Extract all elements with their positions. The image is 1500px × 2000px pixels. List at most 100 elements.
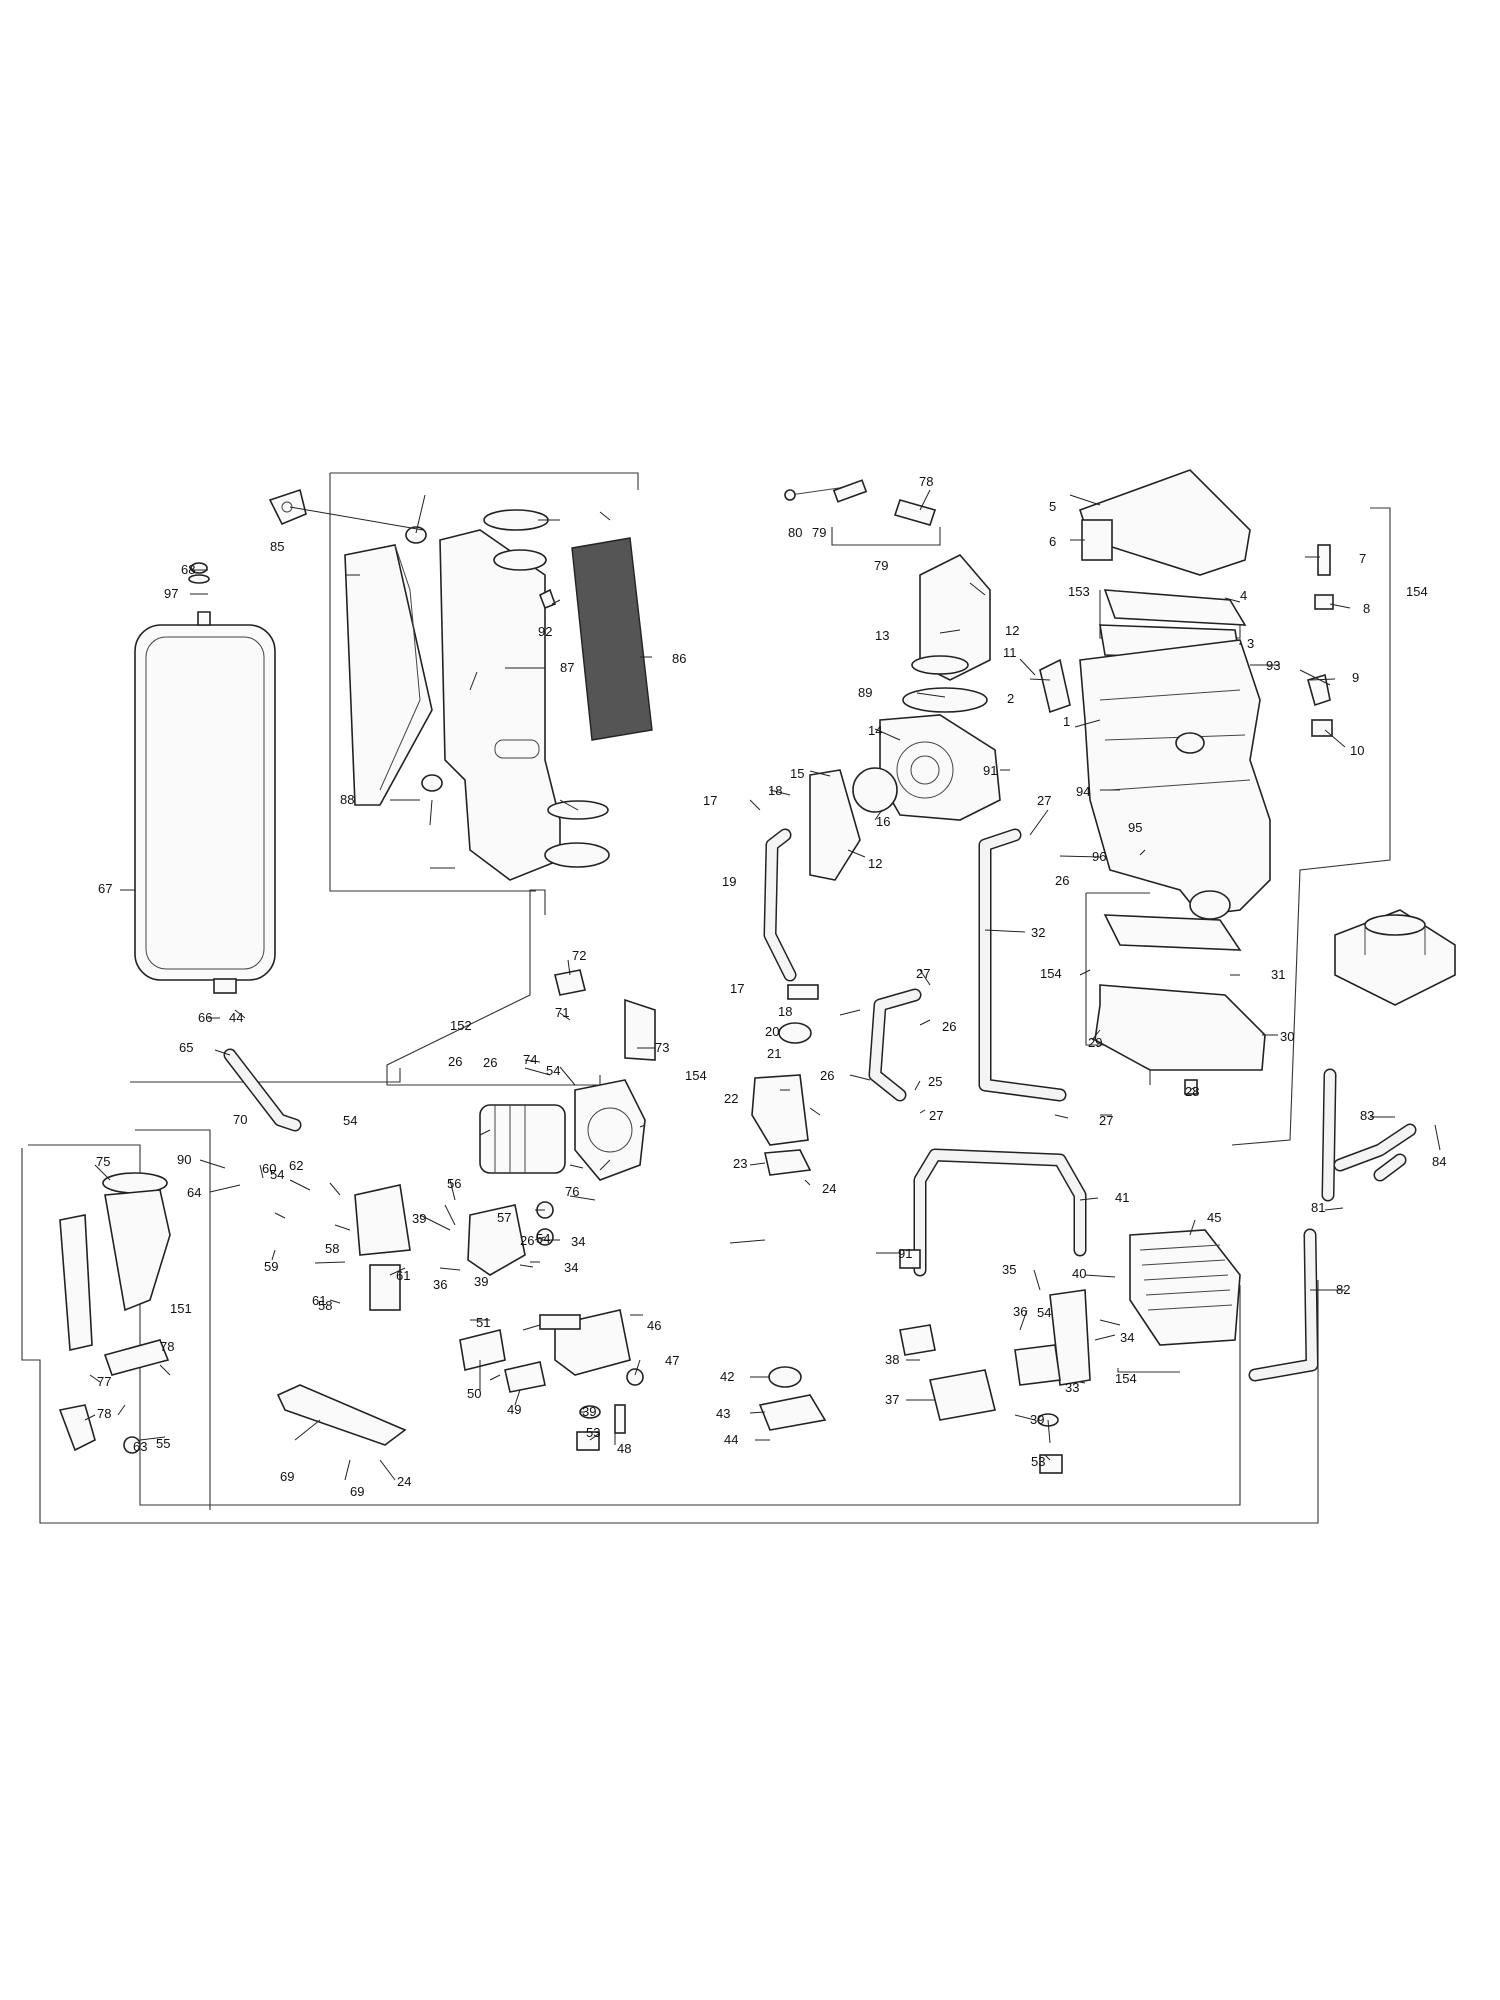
gasket-4 [1103, 589, 1247, 626]
part-label: 97 [164, 586, 178, 601]
part-label: 26 [942, 1019, 956, 1034]
part-label: 26 [820, 1068, 834, 1083]
part-label: 33 [1065, 1380, 1079, 1395]
part-label: 58 [325, 1241, 339, 1256]
pipe-32 [978, 828, 1067, 1102]
part-label: 49 [507, 1402, 521, 1417]
part-38 [899, 1324, 936, 1356]
part-label: 25 [928, 1074, 942, 1089]
air-duct-95 [405, 509, 610, 881]
part-label: 78 [97, 1406, 111, 1421]
return-group-33 [899, 1289, 1091, 1474]
part-label: 68 [181, 562, 195, 577]
part-6 [1081, 519, 1113, 561]
part-label: 43 [716, 1406, 730, 1421]
part-label: 17 [703, 793, 717, 808]
fitting-20 [778, 1022, 812, 1044]
part-label: 93 [1266, 658, 1280, 673]
part-label: 4 [1240, 588, 1247, 603]
washer-155 [188, 574, 210, 584]
part-label: 154 [1406, 584, 1428, 599]
bracket-93 [268, 488, 307, 526]
filter-94 [571, 537, 653, 741]
pump-70 [479, 969, 656, 1181]
sensor-152 [899, 1249, 921, 1269]
pump-body-71 [574, 1079, 646, 1181]
part-label: 61 [312, 1293, 326, 1308]
pipe-41 [913, 1148, 1087, 1277]
part-label: 13 [875, 628, 889, 643]
part-label: 22 [724, 1091, 738, 1106]
hose-91-lower [1248, 1228, 1319, 1382]
part-label: 154 [1115, 1371, 1137, 1386]
part-label: 24 [822, 1181, 836, 1196]
part-label: 72 [572, 948, 586, 963]
bracket-2 [1039, 658, 1071, 714]
part-label: 23 [733, 1156, 747, 1171]
part-label: 27 [1099, 1113, 1113, 1128]
part-label: 92 [538, 624, 552, 639]
part-label: 53 [1031, 1454, 1045, 1469]
part-label: 40 [1072, 1266, 1086, 1281]
hose-19 [763, 828, 797, 982]
part-label: 70 [233, 1112, 247, 1127]
part-label: 27 [929, 1108, 943, 1123]
diverter-valve-56 [354, 1184, 554, 1311]
part-label: 77 [97, 1374, 111, 1389]
part-label: 58 [318, 1298, 332, 1313]
part-label: 87 [560, 660, 574, 675]
fitting-61-lower [123, 1436, 141, 1454]
part-label: 88 [340, 792, 354, 807]
part-label: 151 [170, 1301, 192, 1316]
part-label: 83 [1360, 1108, 1374, 1123]
part-label: 56 [447, 1176, 461, 1191]
elbow-84 [58, 1404, 96, 1452]
manifold-46 [459, 1309, 644, 1451]
part-label: 18 [768, 783, 782, 798]
part-label: 39 [1030, 1412, 1044, 1427]
pipe-25 [868, 988, 922, 1102]
part-label: 86 [672, 651, 686, 666]
part-label: 54 [536, 1231, 550, 1246]
bracket-82 [21, 1148, 1319, 1524]
part-label: 80 [788, 525, 802, 540]
part-label: 30 [1280, 1029, 1294, 1044]
part-label: 35 [1002, 1262, 1016, 1277]
valve-body-60 [369, 1264, 401, 1311]
sensor-73 [554, 969, 586, 996]
part-label: 154 [1040, 966, 1062, 981]
part-label: 60 [262, 1161, 276, 1176]
expansion-vessel-65 [134, 562, 276, 994]
part-label: 39 [412, 1211, 426, 1226]
part-label: 8 [1363, 601, 1370, 616]
bracket-169 [1231, 507, 1391, 1146]
grommet-79-bottom [421, 774, 443, 792]
part-label: 20 [765, 1024, 779, 1039]
part-label: 48 [617, 1441, 631, 1456]
part-label: 14 [868, 723, 882, 738]
part-label: 53 [586, 1425, 600, 1440]
fitting-49 [504, 1361, 546, 1393]
o-ring-47 [626, 1368, 644, 1386]
part-label: 26 [520, 1233, 534, 1248]
part-label: 154 [685, 1068, 707, 1083]
part-label: 3 [1247, 636, 1254, 651]
part-label: 78 [919, 474, 933, 489]
part-label: 75 [96, 1154, 110, 1169]
part-label: 74 [523, 1052, 537, 1067]
part-label: 79 [812, 525, 826, 540]
part-label: 65 [179, 1040, 193, 1055]
plate-heat-exchanger-45 [1129, 1229, 1241, 1346]
part-label: 44 [724, 1432, 738, 1447]
air-vent-74 [624, 998, 656, 1061]
sump-30 [1094, 914, 1266, 1095]
part-label: 94 [1076, 784, 1090, 799]
leader-lines [84, 489, 1441, 1481]
part-label: 34 [564, 1260, 578, 1275]
part-label: 21 [767, 1046, 781, 1061]
gasket-97 [902, 687, 988, 713]
part-label: 73 [655, 1040, 669, 1055]
clip-17-lower [787, 984, 819, 1000]
gasket-97-top [911, 655, 969, 675]
part-label: 32 [1031, 925, 1045, 940]
